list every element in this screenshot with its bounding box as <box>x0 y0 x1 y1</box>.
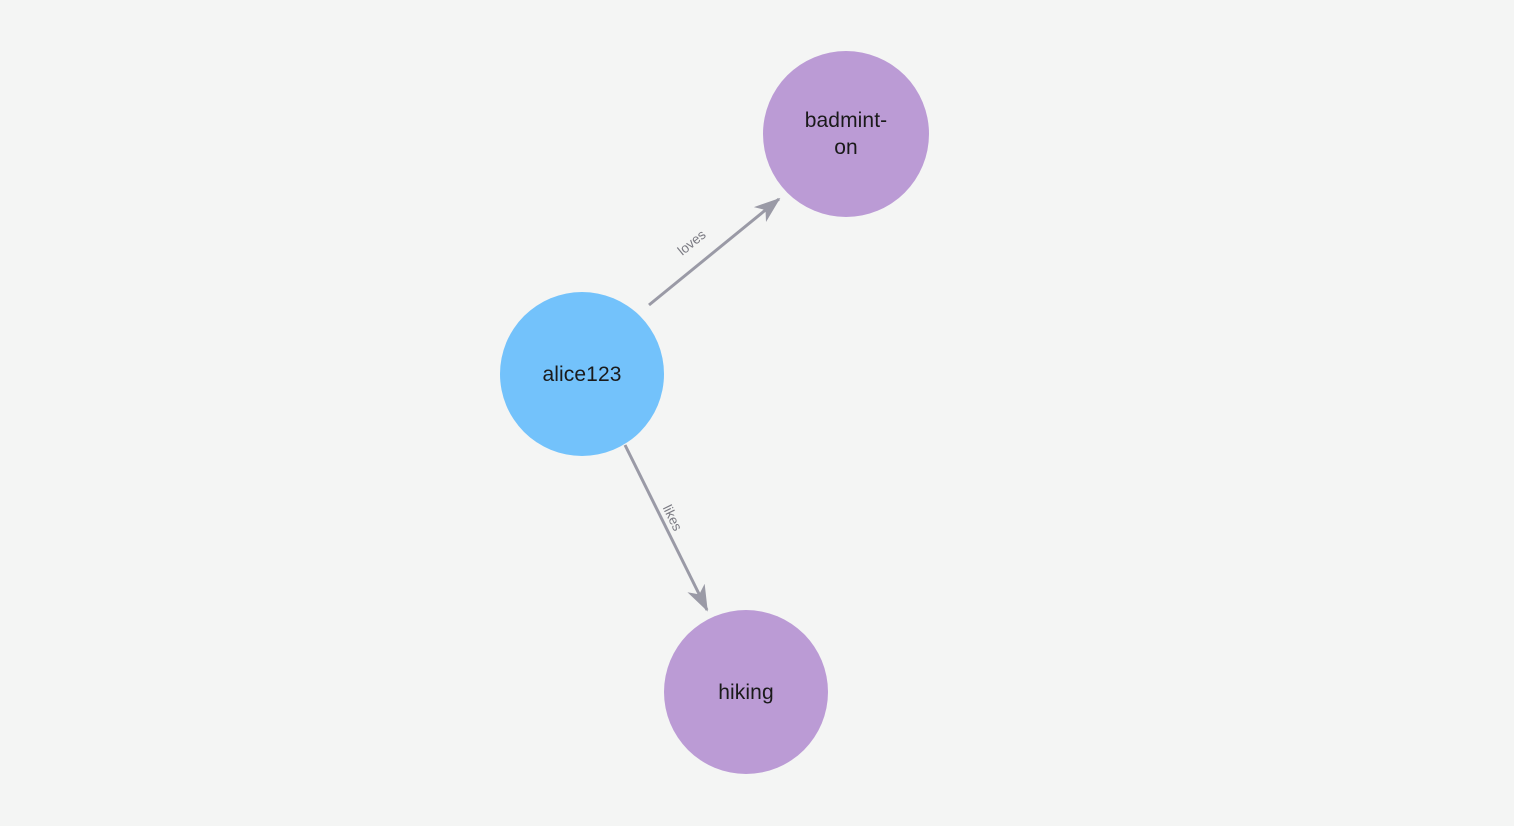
edge-line-likes[interactable] <box>623 444 709 612</box>
graph-node-alice123[interactable]: alice123 <box>500 292 664 456</box>
edge-line-loves[interactable] <box>648 197 781 307</box>
graph-node-hiking-label: hiking <box>718 680 774 704</box>
graph-node-hiking[interactable]: hiking <box>664 610 828 774</box>
graph-node-alice123-label: alice123 <box>542 362 622 386</box>
graph-node-badminton[interactable]: badmint- on <box>763 51 929 217</box>
graph-node-badminton-label: badmint- on <box>804 109 888 159</box>
